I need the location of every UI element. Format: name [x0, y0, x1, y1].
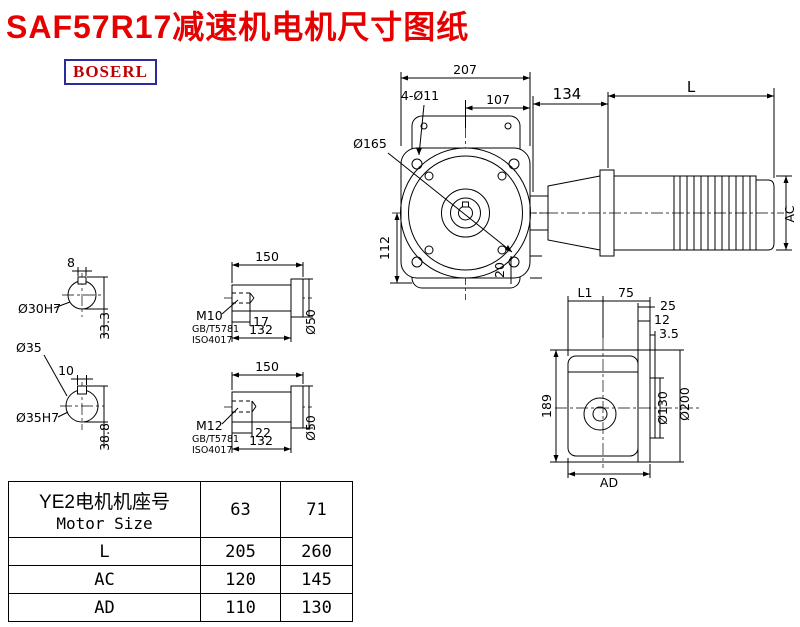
dim-189-label: 189: [539, 394, 554, 418]
dim-333-label: 33.3: [97, 312, 112, 340]
thread-m12-label: M12: [196, 418, 223, 433]
dim-o130-label: Ø130: [655, 391, 670, 425]
table-header-size-63: 63: [201, 482, 281, 538]
dim-o35-label: Ø35: [16, 340, 42, 355]
dim-l1-label: L1: [578, 285, 593, 300]
thread-m10-label: M10: [196, 308, 223, 323]
table-row-AC-v1: 120: [201, 566, 281, 594]
table-header-motor-size: YE2电机机座号 Motor Size: [9, 482, 201, 538]
motor-size-table: YE2电机机座号 Motor Size 63 71 L 205 260 AC 1…: [8, 481, 353, 622]
shaft-drawing-2: [221, 372, 313, 453]
dim-150-2-label: 150: [255, 359, 279, 374]
table-row-AC-v2: 145: [281, 566, 353, 594]
dim-motor-dia-label: AC: [782, 205, 797, 222]
main-view-gearbox: [392, 115, 784, 300]
dim-motor-length-label: L: [687, 78, 696, 96]
table-header-cn: YE2电机机座号: [39, 491, 170, 513]
dim-150-1-label: 150: [255, 249, 279, 264]
standard-gb-2-label: GB/T5781: [192, 434, 239, 445]
dim-107-label: 107: [486, 92, 510, 107]
dim-flange-dia-label: Ø165: [353, 136, 387, 151]
table-row-AD-v1: 110: [201, 594, 281, 622]
dim-key10-label: 10: [58, 363, 74, 378]
dim-25-label: 25: [660, 298, 676, 313]
dim-o200-label: Ø200: [677, 387, 692, 421]
shaft-drawing-1: [221, 262, 313, 342]
dim-22-label: 22: [255, 425, 271, 440]
dim-bore30-label: Ø30H7: [18, 301, 61, 316]
dim-207-label: 207: [453, 62, 477, 77]
dim-134-label: 134: [553, 85, 582, 103]
standard-gb-1-label: GB/T5781: [192, 324, 239, 335]
dim-20-label: 20: [492, 262, 507, 278]
dim-17-label: 17: [253, 314, 269, 329]
dim-o50-2-label: Ø50: [303, 415, 318, 441]
dim-bolt-holes-label: 4-Ø11: [401, 88, 439, 103]
table-row-AD-v2: 130: [281, 594, 353, 622]
dim-112-label: 112: [377, 236, 392, 260]
table-header-en: Motor Size: [56, 513, 153, 533]
dim-o50-1-label: Ø50: [303, 309, 318, 335]
page-title: SAF57R17减速机电机尺寸图纸: [6, 9, 470, 45]
table-header-size-71: 71: [281, 482, 353, 538]
main-view-motor: [529, 169, 775, 257]
dim-12-label: 12: [654, 312, 670, 327]
brand-logo: BOSERL: [64, 59, 157, 85]
dim-key8-label: 8: [67, 255, 75, 270]
standard-iso-2-label: ISO4017: [192, 445, 233, 456]
dim-132-1-label: 132: [249, 322, 273, 337]
table-row-L-v2: 260: [281, 538, 353, 566]
table-row-L-v1: 205: [201, 538, 281, 566]
dim-bore35-label: Ø35H7: [16, 410, 59, 425]
table-row-AC-label: AC: [9, 566, 201, 594]
dim-ad-label: AD: [600, 475, 618, 490]
table-row-AD-label: AD: [9, 594, 201, 622]
dim-75-label: 75: [618, 285, 634, 300]
table-row-L-label: L: [9, 538, 201, 566]
shaft-end-view-1: [53, 267, 108, 338]
dim-388-label: 38.8: [97, 423, 112, 451]
standard-iso-1-label: ISO4017: [192, 335, 233, 346]
side-view: [550, 296, 700, 478]
dim-3-5-label: 3.5: [659, 326, 679, 341]
shaft-end-view-2: [43, 354, 108, 448]
dim-132-2-label: 132: [249, 433, 273, 448]
main-view-dimensions: [387, 72, 792, 284]
